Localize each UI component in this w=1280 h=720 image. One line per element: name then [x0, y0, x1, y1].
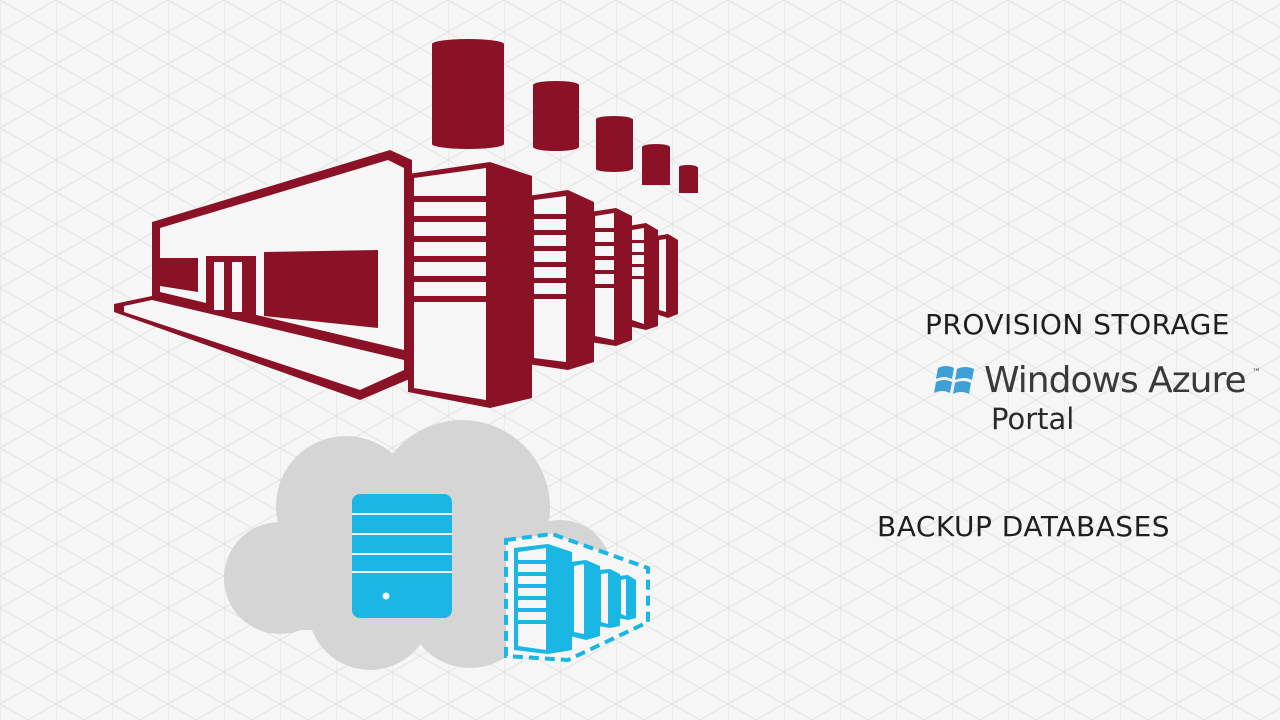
backup-databases-label: BACKUP DATABASES: [877, 510, 1171, 543]
windows-azure-logo-text: Windows Azure: [984, 360, 1247, 401]
datacenter-building-icon: [114, 150, 678, 408]
portal-label: Portal: [991, 402, 1075, 436]
server-icon: [352, 494, 452, 618]
provision-storage-label: PROVISION STORAGE: [925, 308, 1231, 341]
storage-cylinder-icon: [432, 39, 698, 193]
dashed-datacenter-icon: [504, 531, 650, 663]
trademark-symbol: ™: [1252, 368, 1261, 378]
windows-flag-icon: [934, 366, 974, 394]
